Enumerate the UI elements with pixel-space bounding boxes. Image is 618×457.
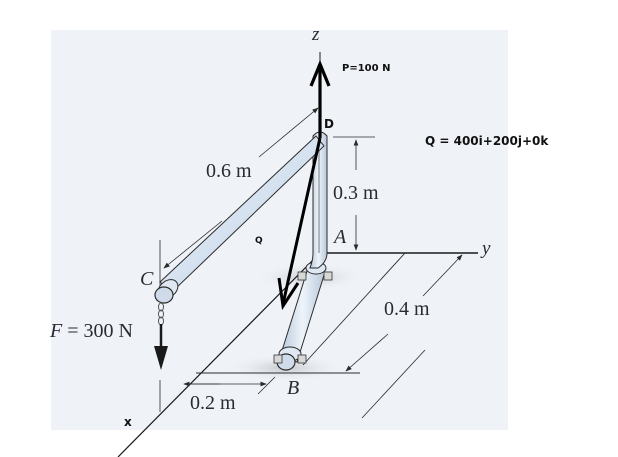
force-F-value: = 300 N	[62, 320, 133, 342]
x-axis-line	[117, 254, 319, 457]
point-B-label: B	[287, 377, 300, 399]
dim-0.6-label: 0.6 m	[206, 160, 252, 182]
support-B	[273, 354, 307, 364]
point-D-label: D	[324, 117, 334, 131]
force-Q-vector: Q = 400i+200j+0k	[425, 134, 549, 148]
force-P-label: P=100 N	[342, 63, 391, 74]
axis-label-y: y	[482, 238, 491, 259]
dim-0.2-label: 0.2 m	[190, 392, 236, 414]
ground-line-parallel	[302, 252, 406, 366]
pipe-DC	[154, 135, 325, 304]
force-Q-label: Q	[255, 236, 263, 246]
point-C-label: C	[140, 268, 154, 290]
dim-0.3-label: 0.3 m	[333, 182, 379, 204]
axis-label-z: z	[312, 24, 320, 45]
dim-0.6-upper	[258, 107, 319, 158]
dim-0.4-ext	[361, 349, 426, 419]
dim-0.6-lower	[163, 220, 223, 269]
force-F-arrow	[154, 324, 168, 370]
dim-0.4-upper	[422, 254, 463, 297]
pipe-C-end	[154, 286, 174, 304]
force-P-arrow	[309, 59, 331, 138]
force-F-label: F = 300 N	[50, 320, 133, 342]
force-Q-arrow	[277, 137, 322, 311]
dim-0.2-tick	[257, 376, 276, 395]
axis-label-x: x	[124, 415, 132, 429]
dim-0.4-label: 0.4 m	[384, 298, 430, 320]
point-A-label: A	[334, 226, 347, 248]
support-A	[297, 271, 333, 281]
chain-C	[158, 302, 164, 326]
dim-0.4-lower	[345, 333, 389, 372]
